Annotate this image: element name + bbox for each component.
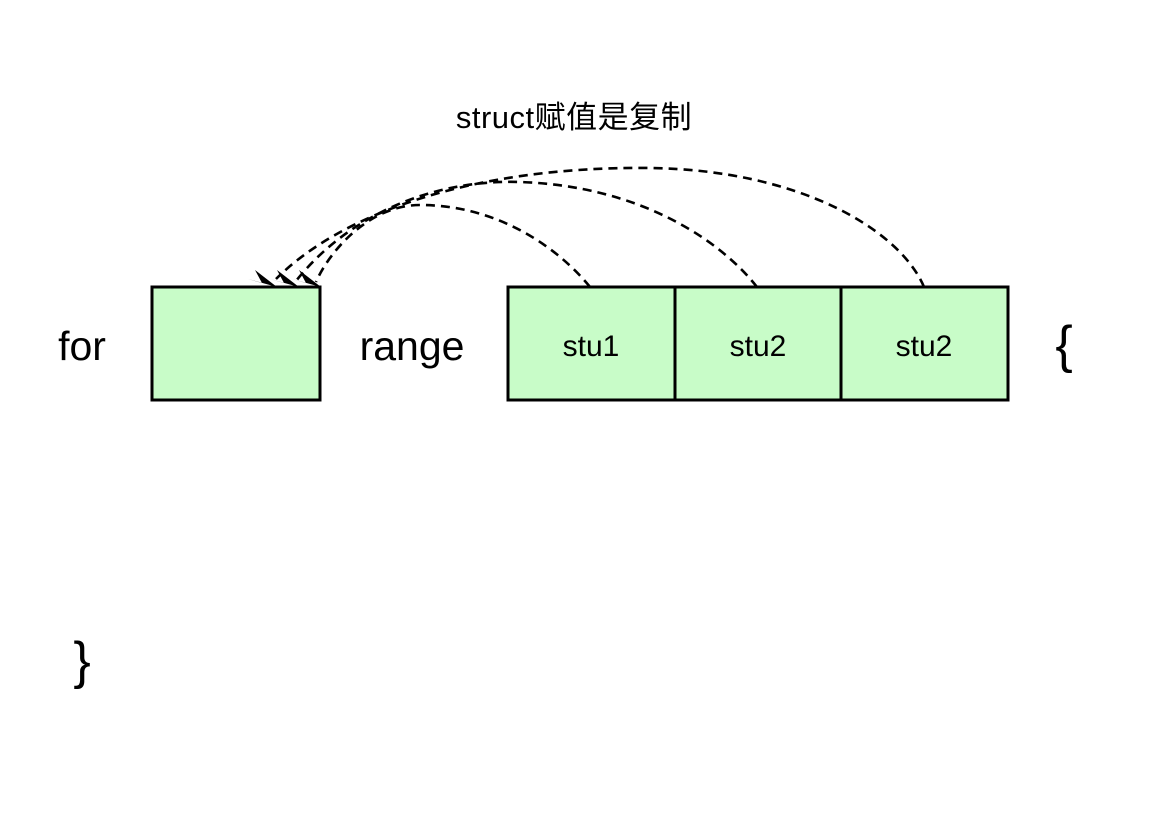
arrow-head-1 — [292, 270, 321, 287]
arrow-head-3 — [248, 270, 277, 287]
loop-variable-box — [150, 285, 322, 402]
slice-cell-1-label: stu2 — [730, 330, 787, 363]
slice-cell-2-label: stu2 — [896, 330, 953, 363]
copy-arrow-from-stu1 — [314, 203, 592, 288]
for-keyword: for — [58, 323, 106, 369]
range-keyword: range — [360, 323, 465, 369]
arrow-head-2 — [270, 270, 299, 287]
copy-arrow-from-stu2-middle — [294, 180, 759, 288]
slice-container: stu1 stu2 stu2 — [506, 285, 1010, 402]
open-brace: { — [1055, 316, 1072, 374]
close-brace: } — [73, 632, 90, 690]
slice-outer-rect — [506, 285, 1010, 402]
copy-arrow-from-stu2-right — [275, 166, 926, 288]
slice-cell-0-label: stu1 — [563, 330, 620, 363]
diagram-title: struct赋值是复制 — [456, 100, 692, 135]
loop-variable-box-rect — [150, 285, 322, 402]
copy-arrow-group — [248, 166, 926, 288]
